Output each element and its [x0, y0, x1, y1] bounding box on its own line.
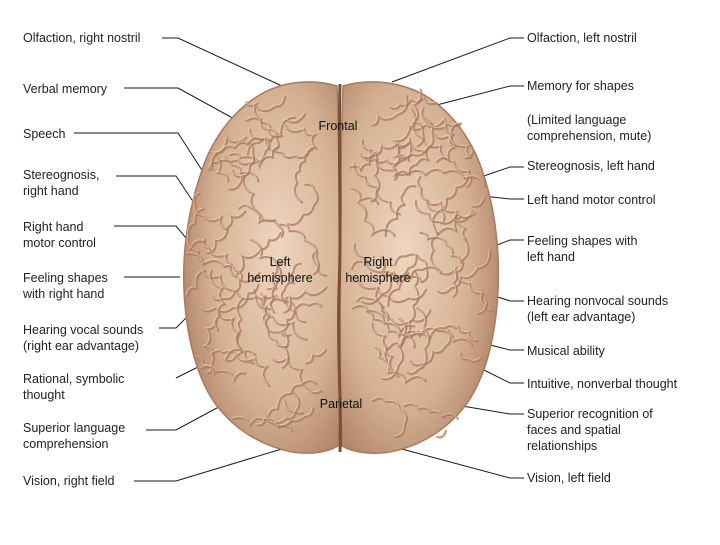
label-parietal: Parietal — [308, 396, 374, 412]
label-musical-ability: Musical ability — [527, 343, 605, 359]
leader-line — [124, 88, 238, 121]
label-superior-recognition-faces: Superior recognition of faces and spatia… — [527, 406, 653, 454]
label-olfaction-left-nostril: Olfaction, left nostril — [527, 30, 637, 46]
label-hearing-nonvocal-sounds: Hearing nonvocal sounds (left ear advant… — [527, 293, 668, 325]
label-vision-right-field: Vision, right field — [23, 473, 115, 489]
label-feeling-shapes-right-hand: Feeling shapes with right hand — [23, 270, 108, 302]
label-olfaction-right-nostril: Olfaction, right nostril — [23, 30, 140, 46]
leader-line — [398, 448, 524, 478]
leader-line — [462, 406, 524, 414]
label-right-hemisphere: Right hemisphere — [332, 254, 424, 286]
label-vision-left-field: Vision, left field — [527, 470, 611, 486]
label-left-hand-motor-control: Left hand motor control — [527, 192, 656, 208]
leader-line — [134, 448, 285, 481]
leader-line — [392, 38, 524, 82]
label-intuitive-nonverbal-thought: Intuitive, nonverbal thought — [527, 376, 677, 392]
label-speech: Speech — [23, 126, 65, 142]
label-left-hemisphere: Left hemisphere — [234, 254, 326, 286]
leader-line — [433, 86, 524, 106]
leader-line — [114, 226, 186, 238]
label-feeling-shapes-left-hand: Feeling shapes with left hand — [527, 233, 637, 265]
leader-line — [116, 176, 196, 206]
label-limited-language-comprehension: (Limited language comprehension, mute) — [527, 112, 651, 144]
label-rational-symbolic-thought: Rational, symbolic thought — [23, 371, 124, 403]
label-right-hand-motor-control: Right hand motor control — [23, 219, 96, 251]
label-hearing-vocal-sounds: Hearing vocal sounds (right ear advantag… — [23, 322, 143, 354]
label-memory-for-shapes: Memory for shapes — [527, 78, 634, 94]
leader-line — [146, 402, 228, 430]
label-frontal: Frontal — [308, 118, 368, 134]
leader-line — [495, 296, 524, 301]
label-superior-language-comprehension: Superior language comprehension — [23, 420, 125, 452]
label-verbal-memory: Verbal memory — [23, 81, 107, 97]
label-stereognosis-right-hand: Stereognosis, right hand — [23, 167, 99, 199]
label-stereognosis-left-hand: Stereognosis, left hand — [527, 158, 655, 174]
leader-line — [162, 38, 282, 86]
